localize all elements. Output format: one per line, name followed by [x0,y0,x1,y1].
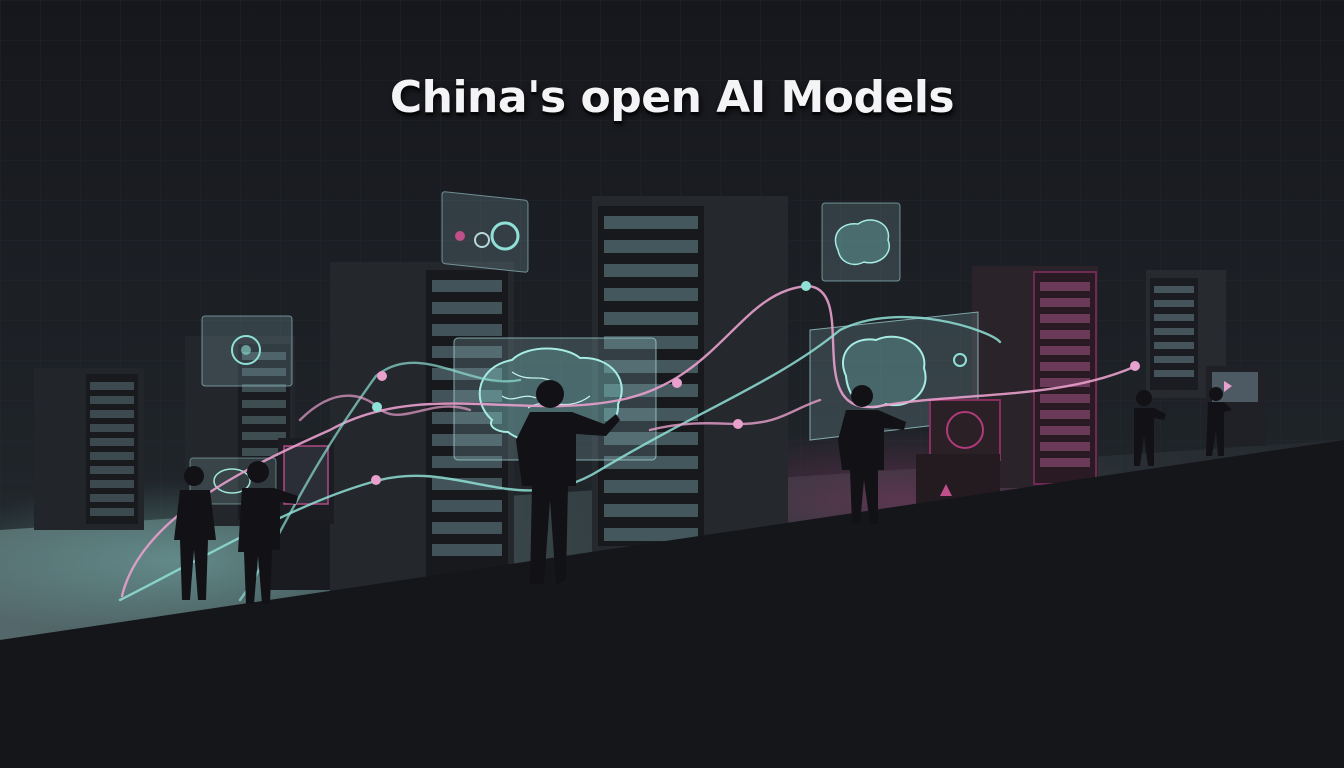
data-nodes [371,281,1140,485]
server-rack-far-left [34,368,144,530]
foreground-ground [0,440,1344,768]
headline-title: China's open AI Models [389,72,955,123]
person-left-2 [238,461,298,604]
server-rack-magenta [972,266,1098,488]
hologram-panel-left [201,315,293,387]
hologram-panel-dials [441,191,529,273]
person-right [838,385,906,524]
server-rack-center-tall [592,196,788,552]
person-center [516,380,620,584]
person-left-1 [174,466,216,600]
brain-icon [834,219,891,266]
person-far-right-2 [1206,387,1232,456]
data-streams [118,284,1138,602]
person-far-right-1 [1134,390,1166,466]
person-silhouettes [174,380,1232,604]
hologram-panel-top-brain [821,202,901,282]
